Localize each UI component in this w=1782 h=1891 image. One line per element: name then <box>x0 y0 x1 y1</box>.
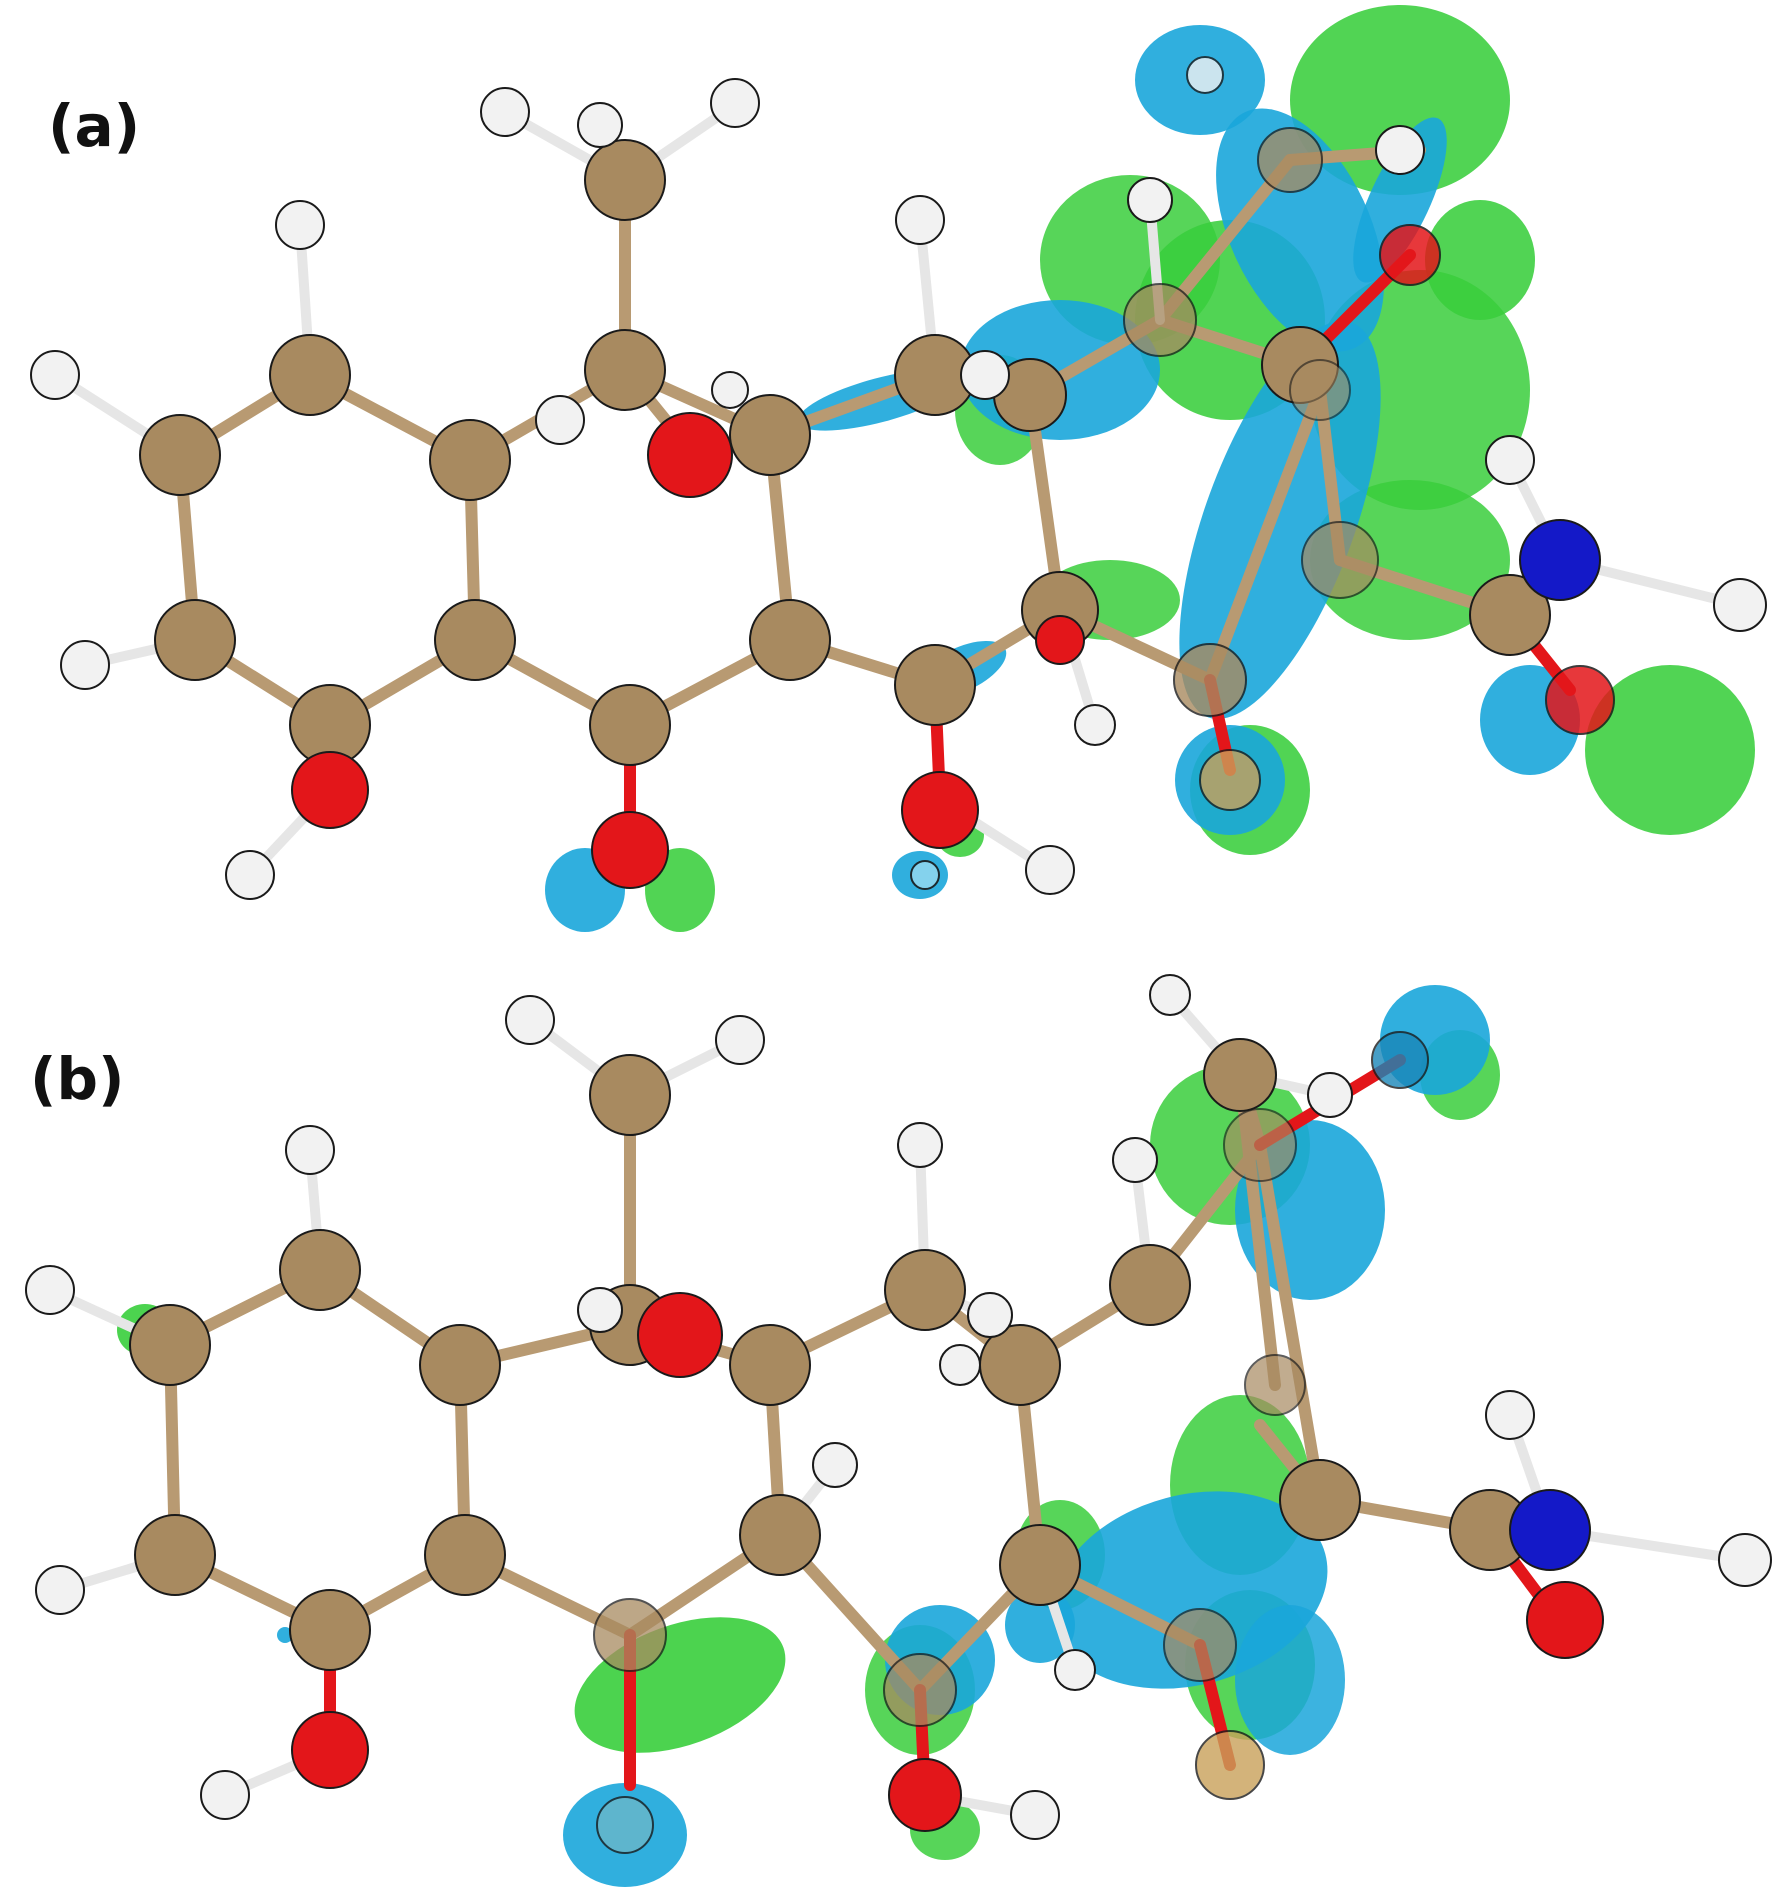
molecule-orbital-a <box>30 5 1767 932</box>
panel-label-b: (b) <box>30 1045 125 1113</box>
panel-a: (a) <box>0 0 1782 945</box>
panel-label-a: (a) <box>48 92 141 160</box>
atoms-a <box>30 56 1767 900</box>
atoms-b <box>25 974 1772 1854</box>
molecule-orbital-b <box>25 974 1772 1887</box>
panel-b: (b) <box>0 945 1782 1891</box>
